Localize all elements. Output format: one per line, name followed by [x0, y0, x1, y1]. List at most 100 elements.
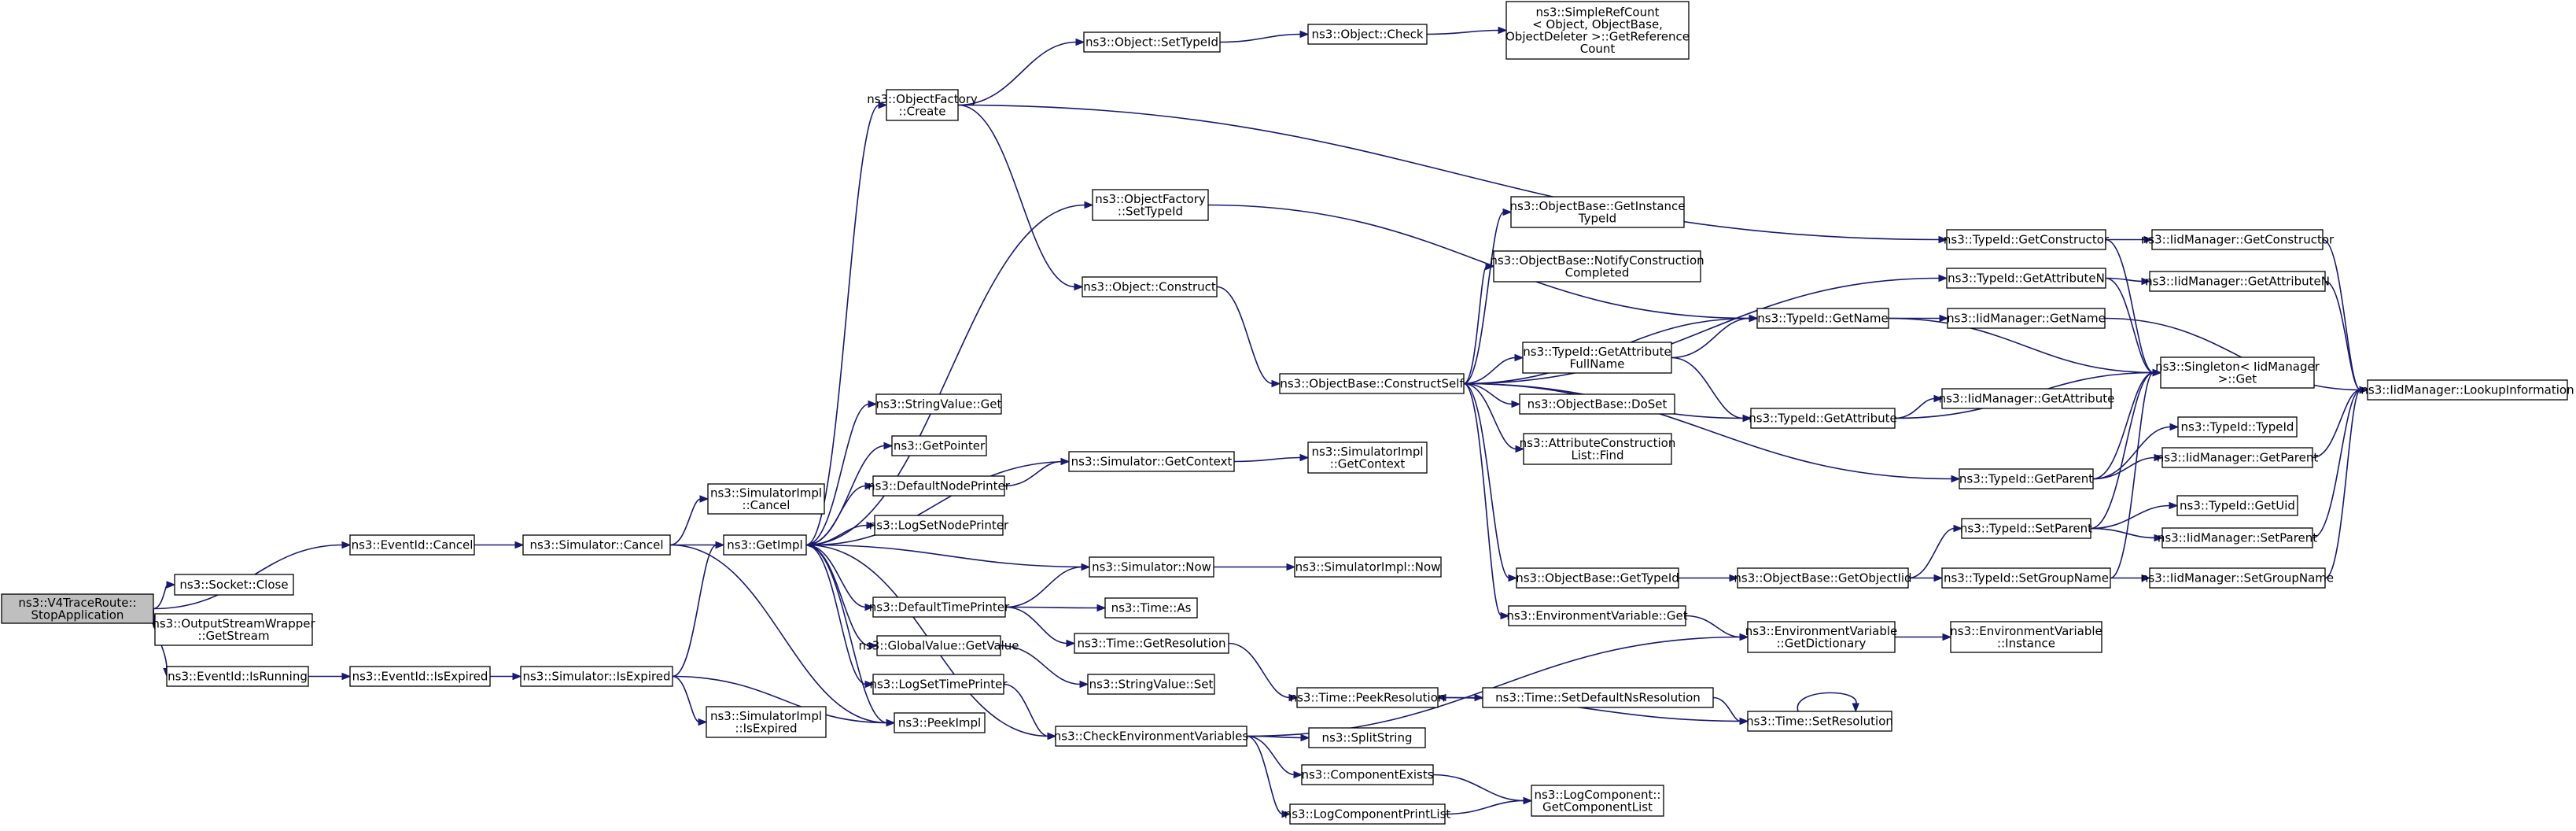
- node-obnotify[interactable]: ns3::ObjectBase::NotifyConstructionCompl…: [1490, 250, 1704, 283]
- node-tidgetuid[interactable]: ns3::TypeId::GetUid: [2176, 495, 2298, 516]
- node-tidgetctor[interactable]: ns3::TypeId::GetConstructor: [1944, 229, 2110, 250]
- node-getptr[interactable]: ns3::GetPointer: [891, 435, 987, 456]
- node-iidlookup[interactable]: ns3::IidManager::LookupInformation: [2360, 379, 2574, 401]
- edge-arrowhead: [341, 541, 352, 549]
- node-timesetdef[interactable]: ns3::Time::SetDefaultNsResolution: [1482, 687, 1714, 708]
- node-box: [1756, 308, 1889, 329]
- node-simgetctx[interactable]: ns3::Simulator::GetContext: [1068, 451, 1235, 472]
- node-simcancel[interactable]: ns3::Simulator::Cancel: [522, 534, 671, 556]
- node-logsettime[interactable]: ns3::LogSetTimePrinter: [869, 674, 1008, 695]
- edge-line: [1907, 527, 1955, 579]
- node-iidgetname[interactable]: ns3::IidManager::GetName: [1947, 308, 2106, 329]
- edge-line: [1671, 317, 1751, 359]
- node-simimplexpired[interactable]: ns3::SimulatorImpl::IsExpired: [706, 706, 827, 738]
- node-label-line: ns3::EventId::Cancel: [352, 538, 474, 552]
- edge-deftime-to-simnow: [1004, 563, 1091, 608]
- node-simimplctx[interactable]: ns3::SimulatorImpl::GetContext: [1307, 441, 1428, 474]
- node-timesetres[interactable]: ns3::Time::SetResolution: [1746, 711, 1893, 732]
- node-obgetobjtid[interactable]: ns3::ObjectBase::GetObjectIid: [1734, 567, 1912, 589]
- node-label-line: FullName: [1570, 356, 1625, 371]
- node-defnode[interactable]: ns3::DefaultNodePrinter: [868, 475, 1011, 497]
- node-box: [1089, 556, 1214, 578]
- node-tidgetname[interactable]: ns3::TypeId::GetName: [1756, 308, 1889, 329]
- node-gvget[interactable]: ns3::GlobalValue::GetValue: [858, 635, 1019, 656]
- edge-root-to-sockclose: [153, 581, 176, 610]
- node-singleton[interactable]: ns3::Singleton< IidManager>::Get: [2155, 356, 2320, 389]
- node-evrunning[interactable]: ns3::EventId::IsRunning: [166, 666, 309, 687]
- node-iidgetparent[interactable]: ns3::IidManager::GetParent: [2157, 447, 2319, 468]
- edge-arrowhead: [1953, 524, 1963, 533]
- node-label-line: ns3::Time::SetDefaultNsResolution: [1495, 691, 1701, 705]
- node-evcancel[interactable]: ns3::EventId::Cancel: [349, 534, 475, 556]
- node-envget[interactable]: ns3::EnvironmentVariable::Get: [1506, 605, 1688, 626]
- node-timeas[interactable]: ns3::Time::As: [1104, 597, 1198, 619]
- edge-arrowhead: [2152, 368, 2162, 377]
- node-label-line: ns3::IidManager::LookupInformation: [2360, 383, 2574, 397]
- node-iidgetattrn[interactable]: ns3::IidManager::GetAttributeN: [2145, 271, 2330, 292]
- edge-line: [2110, 371, 2154, 579]
- node-objsettid[interactable]: ns3::Object::SetTypeId: [1083, 31, 1221, 53]
- node-iidsetparent[interactable]: ns3::IidManager::SetParent: [2158, 527, 2317, 548]
- node-objcheck[interactable]: ns3::Object::Check: [1307, 24, 1428, 45]
- edge-line: [672, 675, 700, 723]
- node-obgettid[interactable]: ns3::ObjectBase::GetTypeId: [1516, 567, 1679, 589]
- edge-line: [1246, 735, 1295, 776]
- edge-line: [1004, 566, 1083, 608]
- node-label-line: ns3::LogSetNodePrinter: [869, 519, 1009, 533]
- node-compexists[interactable]: ns3::ComponentExists: [1301, 764, 1434, 785]
- node-simexpired[interactable]: ns3::Simulator::IsExpired: [520, 666, 673, 687]
- node-objconstruct[interactable]: ns3::Object::Construct: [1082, 276, 1218, 297]
- node-tidsetparent[interactable]: ns3::TypeId::SetParent: [1960, 518, 2092, 539]
- node-sockclose[interactable]: ns3::Socket::Close: [174, 574, 294, 596]
- node-envinst[interactable]: ns3::EnvironmentVariable::Instance: [1950, 621, 2102, 653]
- node-obconstructself[interactable]: ns3::ObjectBase::ConstructSelf: [1279, 373, 1465, 394]
- node-peekimpl[interactable]: ns3::PeekImpl: [894, 712, 986, 733]
- node-box: [2367, 379, 2568, 401]
- node-logcompprint[interactable]: ns3::LogComponentPrintList: [1284, 803, 1451, 825]
- node-logsetnode[interactable]: ns3::LogSetNodePrinter: [869, 515, 1009, 536]
- node-checkenv[interactable]: ns3::CheckEnvironmentVariables: [1054, 726, 1249, 747]
- edge-line: [669, 544, 888, 724]
- node-simnow[interactable]: ns3::Simulator::Now: [1089, 556, 1214, 578]
- node-timepeek[interactable]: ns3::Time::PeekResolution: [1290, 687, 1446, 708]
- node-tidgetattr[interactable]: ns3::TypeId::GetAttribute: [1749, 408, 1897, 429]
- node-iidgetattr[interactable]: ns3::IidManager::GetAttribute: [1939, 388, 2115, 409]
- node-strset[interactable]: ns3::StringValue::Set: [1087, 674, 1215, 695]
- node-strget[interactable]: ns3::StringValue::Get: [875, 393, 1002, 415]
- node-osw[interactable]: ns3::OutputStreamWrapper::GetStream: [152, 613, 315, 646]
- node-box: [1750, 408, 1896, 429]
- edge-arrowhead: [2169, 423, 2180, 431]
- node-iidsetgroup[interactable]: ns3::IidManager::SetGroupName: [2141, 567, 2334, 589]
- node-simimplnow[interactable]: ns3::SimulatorImpl::Now: [1294, 556, 1442, 578]
- node-envdict[interactable]: ns3::EnvironmentVariable::GetDictionary: [1745, 621, 1897, 653]
- node-box: [1082, 276, 1218, 297]
- node-timegetres[interactable]: ns3::Time::GetResolution: [1074, 633, 1229, 654]
- node-label-line: ns3::Simulator::Cancel: [529, 538, 663, 552]
- node-simimplcancel[interactable]: ns3::SimulatorImpl::Cancel: [707, 483, 825, 515]
- node-obdoset[interactable]: ns3::ObjectBase::DoSet: [1519, 393, 1675, 415]
- node-tidgetparent[interactable]: ns3::TypeId::GetParent: [1959, 468, 2094, 489]
- node-label-line: ns3::Time::GetResolution: [1078, 637, 1226, 651]
- node-ofcreate[interactable]: ns3::ObjectFactory::Create: [867, 89, 978, 121]
- node-iidgetctor[interactable]: ns3::IidManager::GetConstructor: [2141, 229, 2335, 250]
- node-evexpired[interactable]: ns3::EventId::IsExpired: [349, 666, 491, 687]
- node-box: [1747, 711, 1892, 732]
- node-tidsetgroup[interactable]: ns3::TypeId::SetGroupName: [1941, 567, 2111, 589]
- node-ofsettid[interactable]: ns3::ObjectFactory::SetTypeId: [1092, 189, 1209, 221]
- edge-line: [1246, 636, 1741, 737]
- node-root[interactable]: ns3::V4TraceRoute::StopApplication: [1, 593, 154, 624]
- node-tidgetattrn[interactable]: ns3::TypeId::GetAttributeN: [1946, 268, 2106, 289]
- node-srcget[interactable]: ns3::SimpleRefCount< Object, ObjectBase,…: [1505, 1, 1690, 60]
- node-logcompget[interactable]: ns3::LogComponent::GetComponentList: [1531, 785, 1664, 817]
- node-splitstr[interactable]: ns3::SplitString: [1308, 727, 1426, 748]
- node-deftime[interactable]: ns3::DefaultTimePrinter: [869, 596, 1010, 618]
- node-getimpl[interactable]: ns3::GetImpl: [723, 534, 807, 556]
- node-box: [1083, 31, 1221, 53]
- node-tidtid[interactable]: ns3::TypeId::TypeId: [2177, 416, 2298, 438]
- node-box: [2161, 527, 2313, 548]
- node-box: [1950, 621, 2102, 653]
- node-label-line: ns3::V4TraceRoute::: [18, 596, 136, 610]
